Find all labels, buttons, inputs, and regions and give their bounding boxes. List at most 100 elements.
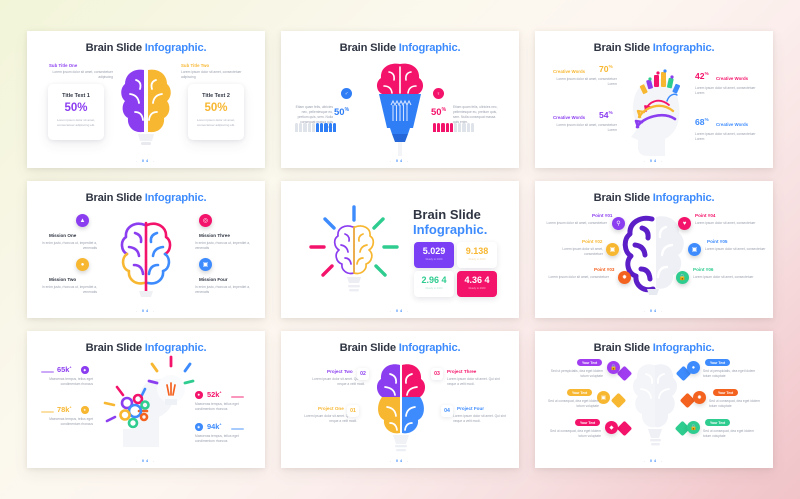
slide-7-item-2-dash <box>231 396 244 398</box>
slide-2[interactable]: Brain Slide Infographic. ♂ 50% Etiam qua… <box>281 31 519 168</box>
slide-8-item-3-number: 04 <box>441 405 453 417</box>
lock-icon[interactable]: 🔒 <box>676 271 689 284</box>
slide-5-tile-3[interactable]: 4.36 4 Ready to 2020 <box>457 271 497 297</box>
wallet-icon[interactable]: ▣ <box>606 243 619 256</box>
slide-8[interactable]: Brain Slide Infographic. Project Two Lor… <box>281 331 519 468</box>
slide-3-item-1-label: Creative Words <box>553 115 586 120</box>
slide-7-item-2-body: Maecenas tempus, tellus eget condimentum… <box>195 402 239 412</box>
slide-7-item-3-value: 94k+ <box>207 422 222 431</box>
slide-7-item-0-value: 65k+ <box>57 365 72 374</box>
target-icon[interactable]: ◎ <box>199 214 212 227</box>
slide-9-item-5-pill[interactable]: Your Text <box>705 419 731 426</box>
gear-icon[interactable]: ✸ <box>618 271 631 284</box>
slide-6-item-0-body: Lorem ipsum dolor sit amet, consectetuer <box>546 221 607 225</box>
slide-9-item-1-diamond <box>610 392 627 409</box>
slide-9-item-4-pill[interactable]: Your Text <box>713 389 739 396</box>
gear-icon[interactable]: ✸ <box>195 391 203 399</box>
lightbulb-icon[interactable]: ● <box>76 258 89 271</box>
slide-2-right-percent: 50% <box>431 107 447 119</box>
slide-7-item-0-dash <box>41 371 54 373</box>
slide-1-right-card-title: Title Text 2 <box>202 93 230 99</box>
slide-5-tile-0[interactable]: 5.029 Ready to 2020 <box>414 242 454 268</box>
slide-5[interactable]: Brain Slide Infographic. 5.029 Ready to … <box>281 181 519 318</box>
slide-1-left-card[interactable]: Title Text 1 50% Lorem ipsum dolor sit a… <box>48 84 104 140</box>
slide-1[interactable]: Brain Slide Infographic. Sub Title One L… <box>27 31 265 168</box>
slide-2-pager: - 04 - <box>389 159 411 163</box>
brain-rays-icon <box>309 205 399 292</box>
slide-5-tile-1-value: 9.138 <box>465 246 489 256</box>
slide-6[interactable]: Brain Slide Infographic. ⚲ Point #01 Lor… <box>535 181 773 318</box>
female-icon: ♀ <box>433 88 444 99</box>
quad-brain-icon <box>376 364 426 452</box>
slide-9-item-0-body: Sed ut perspiciatis, dea eget idolem tot… <box>550 369 603 379</box>
slide-8-item-1-number: 02 <box>357 368 369 380</box>
slide-3-item-1-body: Lorem ipsum dolor sit amet, consectetuer… <box>556 123 617 133</box>
slide-6-item-1-title: Point #02 <box>582 239 603 244</box>
search-icon[interactable]: ⚲ <box>612 217 625 230</box>
slide-5-tile-2[interactable]: 2.96 4 Ready to 2020 <box>414 271 454 297</box>
brain-outline-icon <box>120 221 172 297</box>
bookmark-icon[interactable]: ◆ <box>81 366 89 374</box>
slide-4-item-1-title: Mission Two <box>49 277 77 282</box>
slide-4-item-0-title: Mission One <box>49 233 77 238</box>
slide-1-right-card-value: 50% <box>204 102 228 114</box>
rocket-icon[interactable]: ▲ <box>76 214 89 227</box>
slide-6-item-5-body: Lorem ipsum dolor sit amet, consectetuer <box>693 275 754 279</box>
camera-icon[interactable]: ▣ <box>199 258 212 271</box>
slide-6-item-3-title: Point #04 <box>695 213 716 218</box>
slide-8-item-0-body: Lorem ipsum dolor sit amet. Qui sint neq… <box>304 414 357 424</box>
bulb-brain-icon <box>376 63 424 156</box>
lock-icon[interactable]: 🔒 <box>687 421 700 434</box>
slide-8-item-2-title: Project Three <box>447 369 477 374</box>
diamond-icon[interactable]: ◆ <box>605 421 618 434</box>
slide-7-item-2-value: 52k+ <box>207 390 222 399</box>
slide-6-item-2-title: Point #03 <box>594 267 615 272</box>
slide-deck: Brain Slide Infographic. Sub Title One L… <box>27 31 773 468</box>
slide-1-left-body: Lorem ipsum dolor sit amet, consectetuer… <box>52 70 113 80</box>
slide-9-pager: - 04 - <box>643 459 665 463</box>
user-icon[interactable]: ● <box>687 361 700 374</box>
slide-3-item-0-value: 70% <box>599 64 613 74</box>
slide-2-right-people <box>433 123 474 132</box>
slide-3[interactable]: Brain Slide Infographic. <box>535 31 773 168</box>
slide-9[interactable]: Brain Slide Infographic. 🔒 Your Text Sed… <box>535 331 773 468</box>
slide-4-item-0-body: In enim justo, rhoncus ut, imperdiet a, … <box>42 241 97 251</box>
wallet-icon[interactable]: ▣ <box>597 391 610 404</box>
slide-3-item-0-label: Creative Words <box>553 69 586 74</box>
slide-8-item-0-number: 01 <box>347 405 359 417</box>
slide-1-left-card-value: 50% <box>64 102 88 114</box>
slide-7-title: Brain Slide Infographic. <box>85 342 207 354</box>
slide-9-item-3-body: Sed ut perspiciatis, dea eget idolem tot… <box>703 369 756 379</box>
slide-8-item-3-body: Lorem ipsum dolor sit amet. Qui sint neq… <box>453 414 506 424</box>
slide-5-tile-2-value: 2.96 4 <box>421 275 447 285</box>
slide-9-item-0-pill[interactable]: Your Text <box>577 359 603 366</box>
slide-4-title: Brain Slide Infographic. <box>85 192 207 204</box>
slide-6-title: Brain Slide Infographic. <box>593 192 715 204</box>
slide-5-pager: - 04 - <box>389 309 411 313</box>
slide-9-item-1-pill[interactable]: Your Text <box>567 389 593 396</box>
slide-4[interactable]: Brain Slide Infographic. ▲ Mission One I… <box>27 181 265 318</box>
slide-7-pager: - 04 - <box>135 459 157 463</box>
slide-5-tile-1[interactable]: 9.138 Ready to 2020 <box>457 242 497 268</box>
head-silhouette-icon <box>631 69 681 156</box>
slide-7-item-0-body: Maecenas tempus, tellus eget condimentum… <box>49 377 93 387</box>
heart-icon[interactable]: ♥ <box>678 217 691 230</box>
slide-1-left-card-title: Title Text 1 <box>62 93 90 99</box>
slide-6-item-4-title: Point #05 <box>707 239 728 244</box>
slide-8-title: Brain Slide Infographic. <box>339 342 461 354</box>
star-icon[interactable]: ★ <box>81 406 89 414</box>
slide-9-item-1-body: Sed ut consequat, dea eget idolem totum … <box>548 399 599 409</box>
slide-4-item-2-body: In enim justo, rhoncus ut, imperdiet a, … <box>195 241 250 251</box>
slide-7[interactable]: Brain Slide Infographic. <box>27 331 265 468</box>
globe-icon[interactable]: ◉ <box>195 423 203 431</box>
slide-3-item-1-value: 54% <box>599 110 613 120</box>
slide-1-right-card[interactable]: Title Text 2 50% Lorem ipsum dolor sit a… <box>188 84 244 140</box>
slide-2-left-people <box>295 123 336 132</box>
lock-icon[interactable]: 🔒 <box>607 361 620 374</box>
slide-9-item-2-pill[interactable]: Your Text <box>575 419 601 426</box>
gear-icon[interactable]: ✸ <box>693 391 706 404</box>
camera-icon[interactable]: ▣ <box>688 243 701 256</box>
slide-1-right-subtitle: Sub Title Two <box>181 63 210 68</box>
slide-9-item-3-pill[interactable]: Your Text <box>705 359 731 366</box>
slide-8-item-3-title: Project Four <box>457 406 485 411</box>
